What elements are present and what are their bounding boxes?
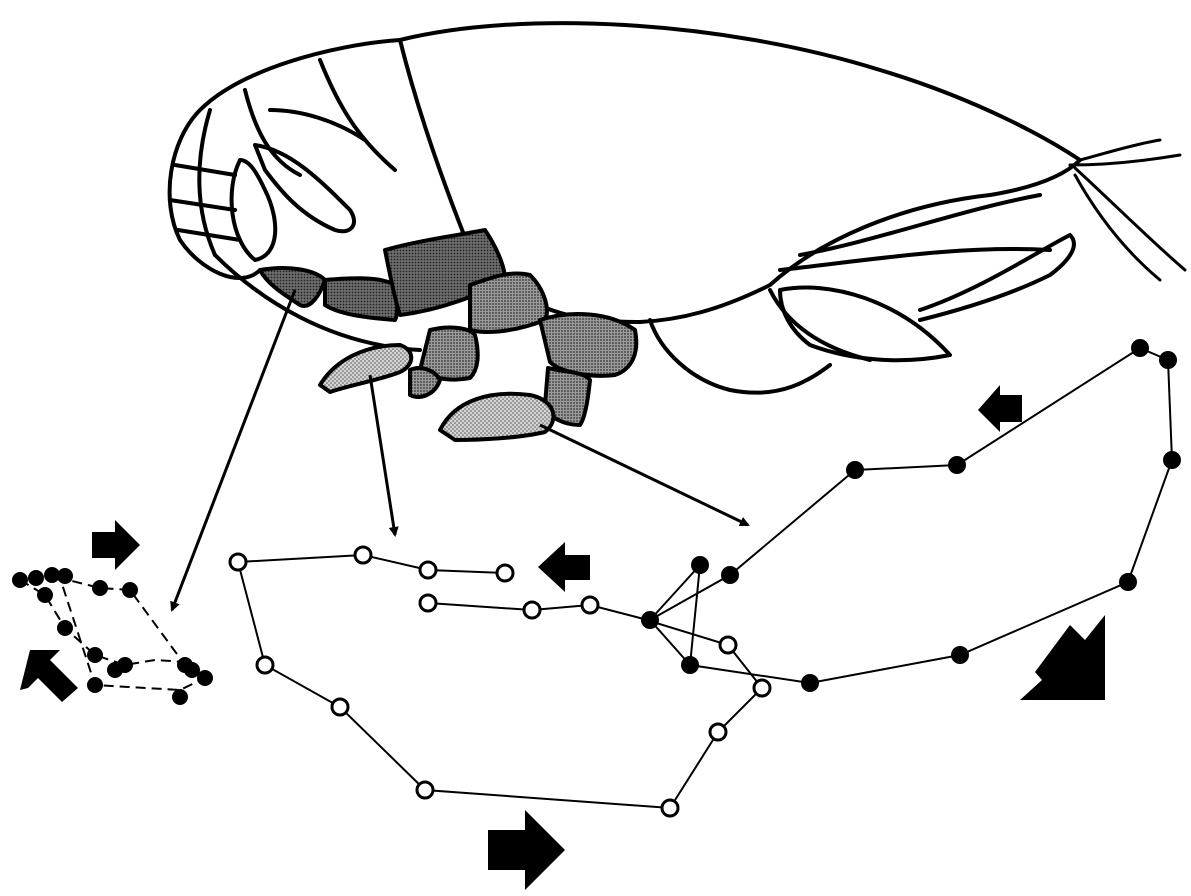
shaded-segments bbox=[260, 230, 636, 440]
direction-arrows bbox=[20, 385, 1105, 890]
block-arrow-left bbox=[978, 385, 1022, 432]
crustacean-body bbox=[170, 23, 1185, 393]
pointer-middle bbox=[370, 375, 395, 535]
block-arrow-left bbox=[538, 542, 590, 592]
pointer-distal bbox=[540, 425, 748, 525]
proximal-limb bbox=[470, 273, 547, 332]
middle-loop-trajectory bbox=[230, 547, 770, 816]
block-arrow-diagonal bbox=[1020, 615, 1105, 700]
distal-limb bbox=[440, 394, 553, 440]
block-arrow-diagonal bbox=[20, 650, 78, 702]
block-arrow-right bbox=[488, 810, 565, 890]
block-arrow-right bbox=[92, 520, 140, 570]
small-cluster-trajectory bbox=[12, 567, 213, 705]
segment-middle bbox=[325, 278, 397, 320]
paddle-left bbox=[320, 345, 411, 392]
head-outline bbox=[170, 40, 400, 278]
middle-limb bbox=[540, 314, 636, 376]
tail-fan bbox=[780, 288, 950, 361]
